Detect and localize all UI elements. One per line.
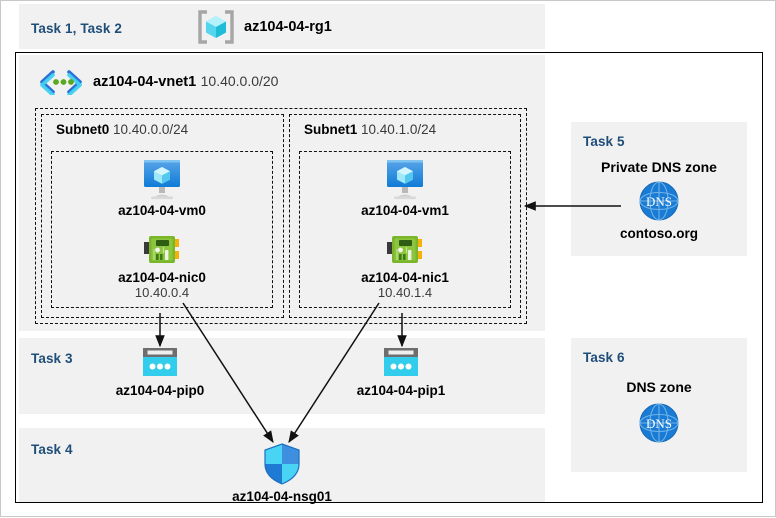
subnet-1-inner-boundary (299, 151, 511, 308)
pip1-node: az104-04-pip1 (341, 346, 461, 398)
vm1-node: az104-04-vm1 (345, 158, 465, 218)
subnet-1-name: Subnet1 (304, 122, 358, 137)
dns-icon: DNS (637, 179, 681, 223)
nsg-name: az104-04-nsg01 (232, 489, 332, 504)
subnet-0-inner-boundary (51, 151, 273, 308)
nic1-node: az104-04-nic1 10.40.1.4 (345, 233, 465, 300)
private-dns-zone-heading: Private DNS zone (601, 159, 717, 175)
nic0-node: az104-04-nic0 10.40.0.4 (102, 233, 222, 300)
dns-icon: DNS (637, 401, 681, 445)
nsg-node: az104-04-nsg01 (220, 442, 344, 504)
task-5-label: Task 5 (583, 134, 625, 149)
task-4-label: Task 4 (31, 442, 73, 457)
vnet-name: az104-04-vnet1 (93, 74, 197, 90)
virtual-machine-icon (381, 158, 429, 200)
subnet-0-title: Subnet0 10.40.0.0/24 (56, 122, 188, 137)
nic0-ip: 10.40.0.4 (134, 285, 190, 300)
vm1-name: az104-04-vm1 (361, 203, 449, 218)
vnet-panel (19, 55, 545, 331)
nic1-ip: 10.40.1.4 (377, 285, 433, 300)
public-ip-address-icon (380, 346, 422, 380)
pip0-name: az104-04-pip0 (115, 383, 205, 398)
subnet-0-boundary: Subnet0 10.40.0.0/24 (41, 114, 284, 318)
virtual-machine-icon (138, 158, 186, 200)
network-interface-icon (142, 233, 182, 267)
vm0-name: az104-04-vm0 (118, 203, 206, 218)
dns-zone-heading: DNS zone (626, 379, 692, 395)
svg-text:DNS: DNS (646, 416, 672, 431)
vnet-cidr: 10.40.0.0/20 (200, 73, 279, 89)
private-dns-zone-node: Private DNS zone DNS contoso.org (597, 159, 721, 241)
task-3-panel (19, 338, 545, 414)
subnet-1-title: Subnet1 10.40.1.0/24 (304, 122, 436, 137)
task-3-label: Task 3 (31, 351, 73, 366)
svg-text:DNS: DNS (646, 194, 672, 209)
pip1-name: az104-04-pip1 (356, 383, 446, 398)
private-dns-zone-name: contoso.org (620, 226, 698, 241)
virtual-network-icon (39, 69, 83, 95)
task-1-2-label: Task 1, Task 2 (31, 21, 122, 36)
subnet-1-cidr: 10.40.1.0/24 (361, 122, 437, 137)
dns-zone-node: DNS zone DNS (597, 379, 721, 445)
task-6-label: Task 6 (583, 350, 625, 365)
network-interface-icon (385, 233, 425, 267)
vnet-header: az104-04-vnet1 10.40.0.0/20 (39, 69, 278, 95)
task-1-2-panel (19, 4, 545, 49)
public-ip-address-icon (139, 346, 181, 380)
network-security-group-icon (262, 442, 302, 486)
pip0-node: az104-04-pip0 (100, 346, 220, 398)
subnet-0-cidr: 10.40.0.0/24 (113, 122, 189, 137)
resource-group-name: az104-04-rg1 (244, 19, 332, 35)
resource-group-icon (197, 10, 235, 44)
vnet-dashed-boundary (35, 108, 527, 324)
nic1-name: az104-04-nic1 (361, 270, 449, 285)
nic0-name: az104-04-nic0 (118, 270, 206, 285)
subnet-0-name: Subnet0 (56, 122, 110, 137)
resource-group-node: az104-04-rg1 (197, 10, 332, 44)
vm0-node: az104-04-vm0 (102, 158, 222, 218)
subnet-1-boundary: Subnet1 10.40.1.0/24 (289, 114, 521, 318)
